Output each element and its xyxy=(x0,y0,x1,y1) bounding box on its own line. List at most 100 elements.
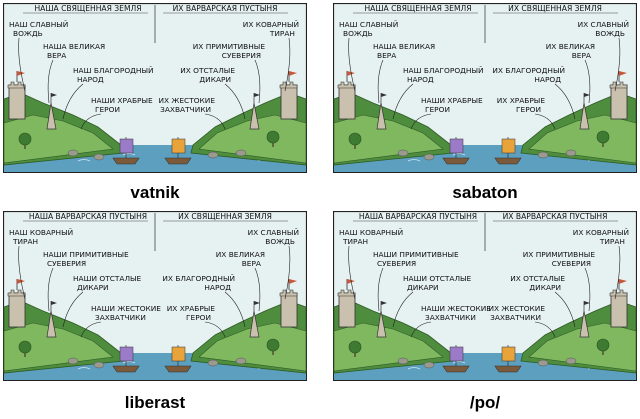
right-annotation-label: ИХ ОТСТАЛЫЕ xyxy=(180,66,235,75)
annotation-pointer xyxy=(18,245,26,300)
right-annotation-label: ЗАХВАТЧИКИ xyxy=(490,313,541,322)
left-spire-flag xyxy=(51,301,57,305)
left-annotation-label: НАРОД xyxy=(77,75,104,84)
left-annotation-label: СУЕВЕРИЯ xyxy=(47,259,86,268)
left-annotation-label: НАШ КОВАРНЫЙ xyxy=(339,228,403,237)
annotation-pointer xyxy=(224,291,246,328)
left-annotation-label: ТИРАН xyxy=(342,237,368,246)
left-boat-hull xyxy=(442,365,470,373)
left-annotation-label: ЗАХВАТЧИКИ xyxy=(95,313,146,322)
left-castle-battlement xyxy=(7,81,26,89)
right-annotation-label: ЗАХВАТЧИКИ xyxy=(160,105,211,114)
right-castle-battlement xyxy=(609,289,628,297)
left-annotation-label: ГЕРОИ xyxy=(95,105,120,114)
rock xyxy=(207,359,219,367)
right-annotation-label: НАРОД xyxy=(204,283,231,292)
right-hill-front xyxy=(198,114,307,164)
annotation-pointer xyxy=(377,267,384,312)
left-spire-flag xyxy=(51,93,57,97)
left-castle-battlement xyxy=(7,289,26,297)
left-annotation-label: НАШИ ХРАБРЫЕ xyxy=(421,96,483,105)
right-header: ИХ СВЯЩЕННАЯ ЗЕМЛЯ xyxy=(178,212,272,221)
annotation-pointer xyxy=(584,59,591,104)
rock xyxy=(235,357,247,365)
tree-crown xyxy=(266,338,280,352)
left-annotation-label: НАШИ ХРАБРЫЕ xyxy=(91,96,153,105)
left-annotation-label: НАШИ ОТСТАЛЫЕ xyxy=(403,274,472,283)
wave xyxy=(452,361,466,364)
rock xyxy=(565,149,577,157)
wave xyxy=(122,153,136,156)
left-annotation-label: НАРОД xyxy=(407,75,434,84)
right-spire-flag xyxy=(254,301,260,305)
left-boat-hull xyxy=(112,157,140,165)
left-boat-hull xyxy=(442,157,470,165)
rock xyxy=(93,153,105,161)
right-castle-battlement xyxy=(279,289,298,297)
right-boat-hull xyxy=(494,365,522,373)
annotation-pointer xyxy=(584,267,591,312)
left-annotation-label: НАШИ ЖЕСТОКИЕ xyxy=(421,304,491,313)
tree-crown xyxy=(596,130,610,144)
right-header: ИХ ВАРВАРСКАЯ ПУСТЫНЯ xyxy=(503,212,608,221)
right-annotation-label: ДИКАРИ xyxy=(529,283,561,292)
annotation-pointer xyxy=(392,83,414,120)
right-annotation-label: ИХ БЛАГОРОДНЫЙ xyxy=(162,274,235,283)
right-hill-front xyxy=(528,114,637,164)
comic-panel-po: НАША ВАРВАРСКАЯ ПУСТЫНЯ ИХ ВАРВАРСКАЯ ПУС… xyxy=(333,211,637,381)
right-flag xyxy=(289,279,297,284)
annotation-pointer xyxy=(348,37,356,92)
wave xyxy=(77,159,91,162)
left-annotation-label: НАШИ ПРИМИТИВНЫЕ xyxy=(43,250,129,259)
right-hill-front xyxy=(528,322,637,372)
right-hill-front xyxy=(198,322,307,372)
left-annotation-label: НАШ КОВАРНЫЙ xyxy=(9,228,73,237)
annotation-pointer xyxy=(614,37,621,92)
left-annotation-label: ВЕРА xyxy=(377,51,396,60)
annotation-pointer xyxy=(554,291,576,328)
rock xyxy=(67,357,79,365)
left-annotation-label: ДИКАРИ xyxy=(77,283,109,292)
left-castle-tower xyxy=(338,84,356,120)
left-boat-sail xyxy=(119,346,134,362)
right-spire-flag xyxy=(584,301,590,305)
left-spire xyxy=(376,102,387,130)
left-annotation-label: ГЕРОИ xyxy=(425,105,450,114)
right-boat-sail xyxy=(501,346,516,362)
rock xyxy=(207,151,219,159)
rock xyxy=(537,359,549,367)
rock xyxy=(397,357,409,365)
right-annotation-label: НАРОД xyxy=(534,75,561,84)
left-annotation-label: НАШИ ОТСТАЛЫЕ xyxy=(73,274,142,283)
annotation-pointer xyxy=(377,59,384,104)
tree-crown xyxy=(18,340,32,354)
left-annotation-label: НАША ВЕЛИКАЯ xyxy=(43,42,105,51)
annotation-pointer xyxy=(410,113,432,130)
right-annotation-label: ИХ ОТСТАЛЫЕ xyxy=(510,274,565,283)
left-header: НАША ВАРВАРСКАЯ ПУСТЫНЯ xyxy=(359,212,477,221)
annotation-pointer xyxy=(80,321,102,338)
rock xyxy=(537,151,549,159)
wave xyxy=(407,159,421,162)
right-spire xyxy=(249,102,260,130)
right-annotation-label: ВОЖДЬ xyxy=(265,237,295,246)
left-boat-hull xyxy=(112,365,140,373)
right-annotation-label: ИХ КОВАРНЫЙ xyxy=(243,20,299,29)
annotation-pointer xyxy=(254,59,261,104)
right-annotation-label: ИХ ХРАБРЫЕ xyxy=(167,304,216,313)
panel-caption: sabaton xyxy=(452,183,518,202)
right-castle-battlement xyxy=(609,81,628,89)
wave xyxy=(77,367,91,370)
right-annotation-label: ИХ КОВАРНЫЙ xyxy=(573,228,629,237)
left-header: НАША ВАРВАРСКАЯ ПУСТЫНЯ xyxy=(29,212,147,221)
left-annotation-label: НАШ СЛАВНЫЙ xyxy=(9,20,68,29)
right-header: ИХ СВЯЩЕННАЯ ЗЕМЛЯ xyxy=(508,4,602,13)
left-annotation-label: ВОЖДЬ xyxy=(343,29,373,38)
tree-crown xyxy=(266,130,280,144)
left-spire xyxy=(46,310,57,338)
annotation-pointer xyxy=(62,291,84,328)
right-flag xyxy=(289,71,297,76)
right-castle-tower xyxy=(280,292,298,328)
